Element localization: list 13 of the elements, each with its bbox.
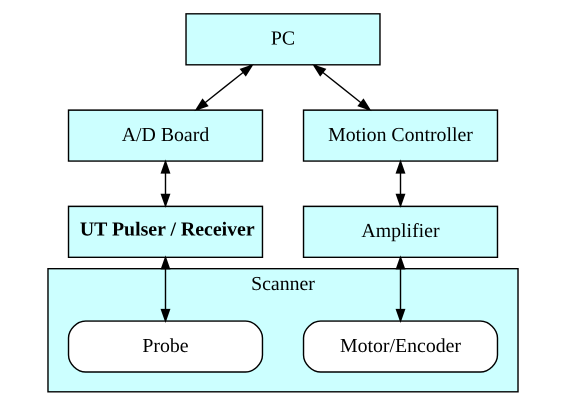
node-box: Probe — [68, 320, 264, 373]
node-box: UT Pulser / Receiver — [68, 206, 264, 258]
arrow — [160, 159, 170, 208]
arrow — [312, 64, 372, 112]
node-box: A/D Board — [68, 109, 264, 162]
arrow — [396, 255, 406, 324]
node-box: Motor/Encoder — [302, 320, 498, 373]
arrow — [194, 64, 254, 112]
node-box: Motion Controller — [302, 109, 498, 162]
arrow — [396, 159, 406, 208]
node-box: PC — [185, 13, 381, 66]
arrow — [160, 255, 170, 324]
node-box: Amplifier — [302, 206, 498, 258]
